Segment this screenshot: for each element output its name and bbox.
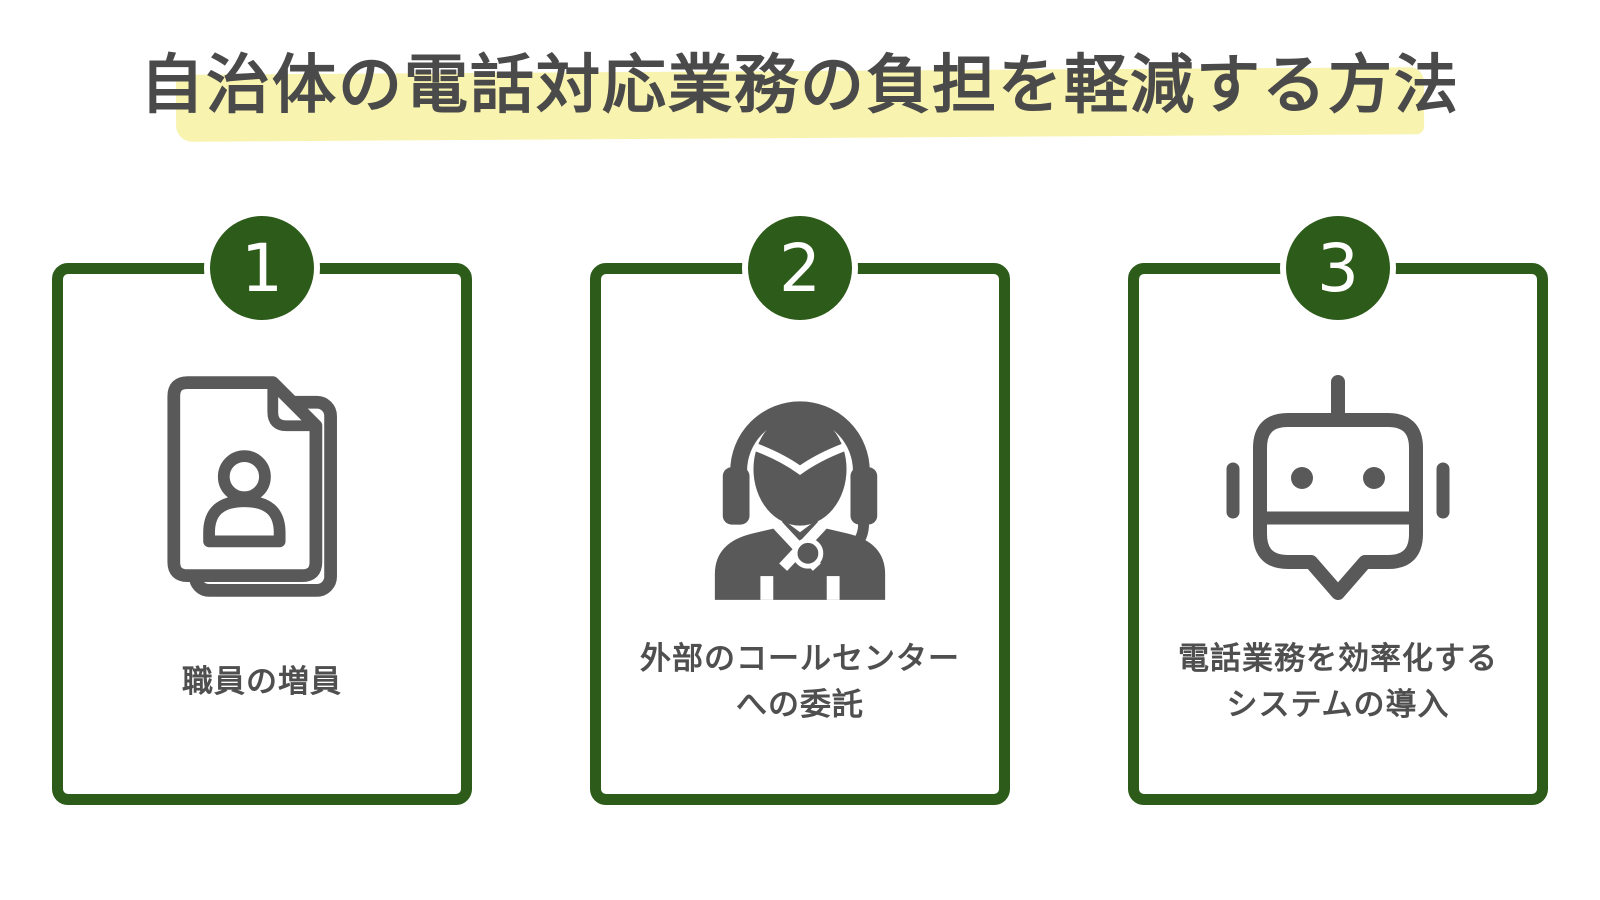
card-label-line: 職員の増員 — [182, 663, 342, 700]
call-center-operator-icon — [714, 401, 886, 600]
card-label-line: 外部のコールセンター — [640, 640, 960, 677]
step-number-badge-1: 1 — [210, 216, 314, 320]
card-label-line: への委託 — [736, 687, 864, 723]
card-label: 外部のコールセンター への委託 — [601, 628, 999, 736]
step-number-badge-2: 2 — [748, 216, 852, 320]
options-row: 1 職員の増員 2 — [0, 216, 1600, 805]
card-label: 職員の増員 — [63, 628, 461, 736]
card-staff-increase: 1 職員の増員 — [52, 216, 472, 805]
step-number-badge-3: 3 — [1286, 216, 1390, 320]
card-label-line: 電話業務を効率化する — [1178, 640, 1498, 677]
card-label-line: システムの導入 — [1226, 687, 1450, 723]
card-label: 電話業務を効率化する システムの導入 — [1139, 628, 1537, 736]
page-title: 自治体の電話対応業務の負担を軽減する方法 — [140, 49, 1460, 123]
card-call-center-outsourcing: 2 — [590, 216, 1010, 805]
staff-documents-icon — [167, 375, 337, 597]
card-phone-system: 3 電話業務を効率化する — [1128, 216, 1548, 805]
robot-system-icon — [1226, 375, 1450, 600]
